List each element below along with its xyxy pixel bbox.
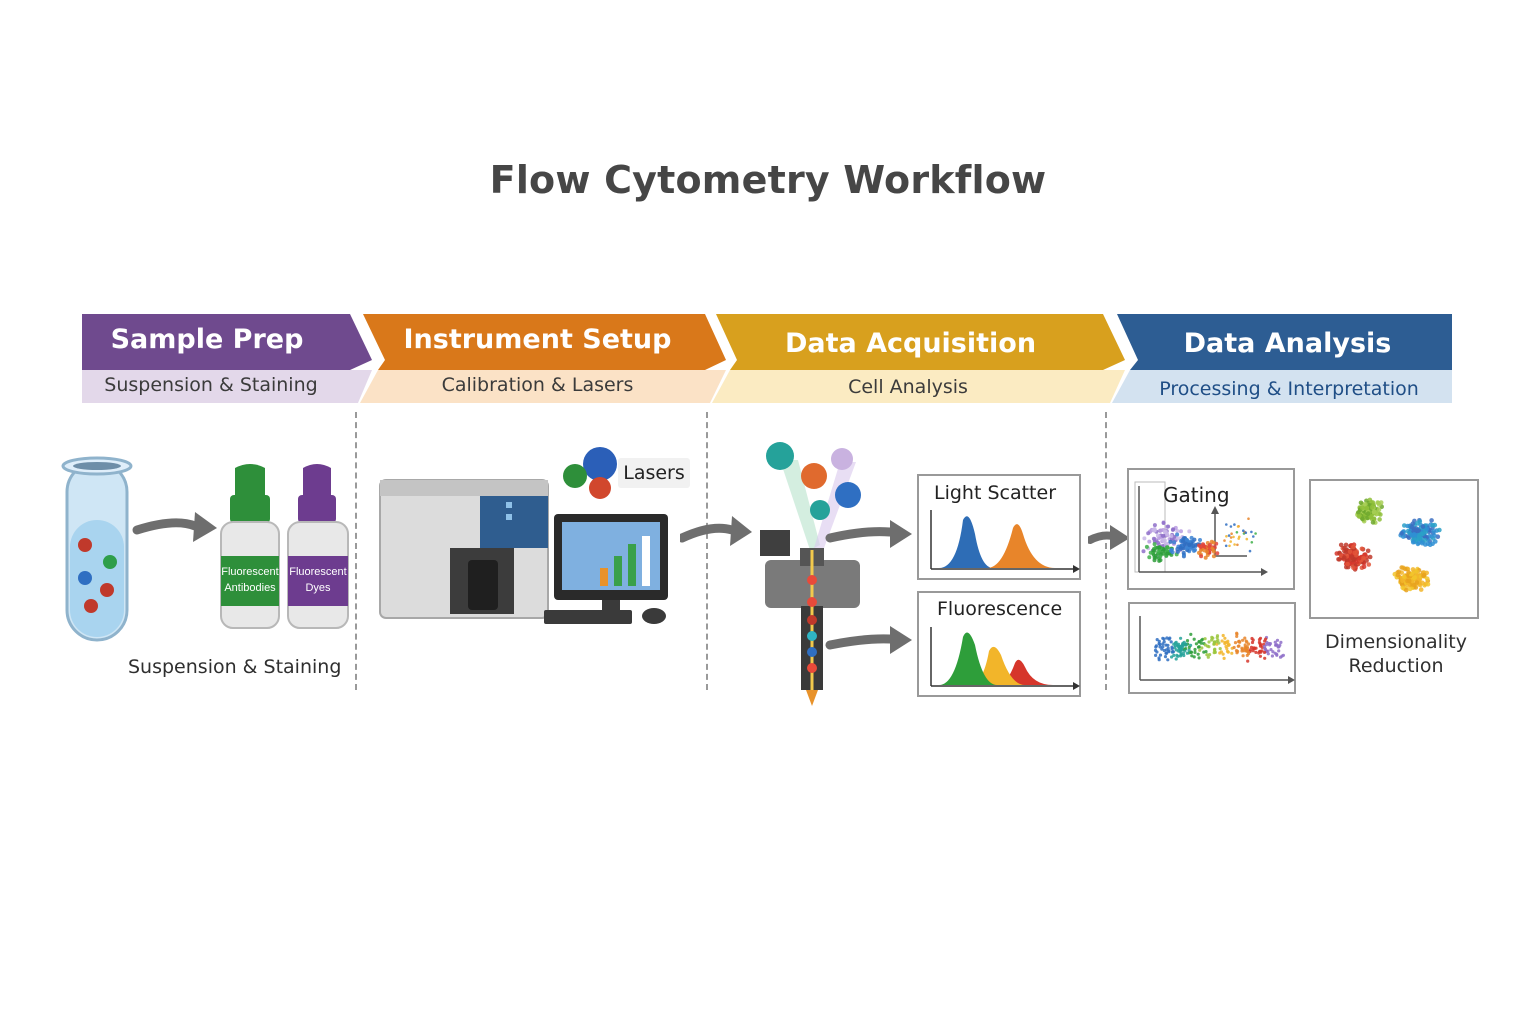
fluorescence-label: Fluorescence <box>937 598 1063 620</box>
monitor-icon <box>544 514 668 624</box>
stage-4-band <box>1117 314 1452 370</box>
light-scatter-label: Light Scatter <box>934 482 1057 504</box>
diagram-title: Flow Cytometry Workflow <box>489 158 1047 202</box>
vial-2-label-line1: Fluorescent <box>289 566 346 578</box>
stage-4-title: Data Analysis <box>1183 328 1392 359</box>
lasers-label: Lasers <box>618 458 690 488</box>
stage-2-subband <box>360 370 726 403</box>
arrow-right-icon <box>825 626 912 654</box>
particle-beads-icon <box>766 442 861 520</box>
stage-divider-1 <box>355 412 357 690</box>
sample-prep-illustration: Fluorescent Antibodies Fluorescent Dyes <box>61 456 349 642</box>
stage-divider-2 <box>706 412 708 690</box>
instrument-illustration <box>379 447 668 624</box>
green-vial-icon <box>220 464 280 629</box>
arrow-right-icon <box>680 516 752 546</box>
laser-beads-icon <box>563 447 617 499</box>
spectrum-scatter <box>1153 631 1285 663</box>
stage-3-subband <box>712 370 1125 403</box>
cytometer-icon <box>379 479 549 619</box>
stage-4-subtitle: Processing & Interpretation <box>1159 378 1419 400</box>
stage-3-title: Data Acquisition <box>784 328 1037 359</box>
arrow-right-icon <box>825 520 912 548</box>
gating-label: Gating <box>1163 483 1230 507</box>
dimensionality-label-line2: Reduction <box>1348 655 1444 677</box>
fluorescence-panel <box>917 591 1081 697</box>
cluster-scatter <box>1334 497 1442 593</box>
dimensionality-reduction-panel <box>1309 479 1479 619</box>
stage-4-subband <box>1112 370 1452 403</box>
stage-divider-3 <box>1105 412 1107 690</box>
expression-scatter-panel <box>1128 602 1296 694</box>
stage-banner <box>82 314 1452 403</box>
vial-1-label-line2: Antibodies <box>224 582 276 594</box>
stage-1-band <box>82 314 372 370</box>
gating-panel <box>1127 468 1295 590</box>
stage-2-subtitle: Calibration & Lasers <box>441 374 634 396</box>
gating-scatter <box>1141 517 1257 563</box>
arrow-right-icon <box>1088 525 1130 550</box>
purple-vial-icon <box>287 464 349 629</box>
light-scatter-panel <box>917 474 1081 580</box>
stage-2-title: Instrument Setup <box>403 324 672 355</box>
stage-2-band <box>363 314 726 370</box>
sample-prep-caption: Suspension & Staining <box>128 656 342 678</box>
vial-2-label-line2: Dyes <box>305 582 331 594</box>
stage-1-title: Sample Prep <box>110 324 304 355</box>
arrow-right-icon <box>132 512 217 542</box>
stage-3-subtitle: Cell Analysis <box>848 376 968 398</box>
flow-cell-illustration <box>680 442 912 706</box>
test-tube-icon <box>61 456 133 642</box>
stage-1-subtitle: Suspension & Staining <box>104 374 318 396</box>
vial-1-label-line1: Fluorescent <box>221 566 278 578</box>
stage-3-band <box>716 314 1125 370</box>
dimensionality-label-line1: Dimensionality <box>1325 631 1467 653</box>
stage-1-subband <box>82 370 372 403</box>
